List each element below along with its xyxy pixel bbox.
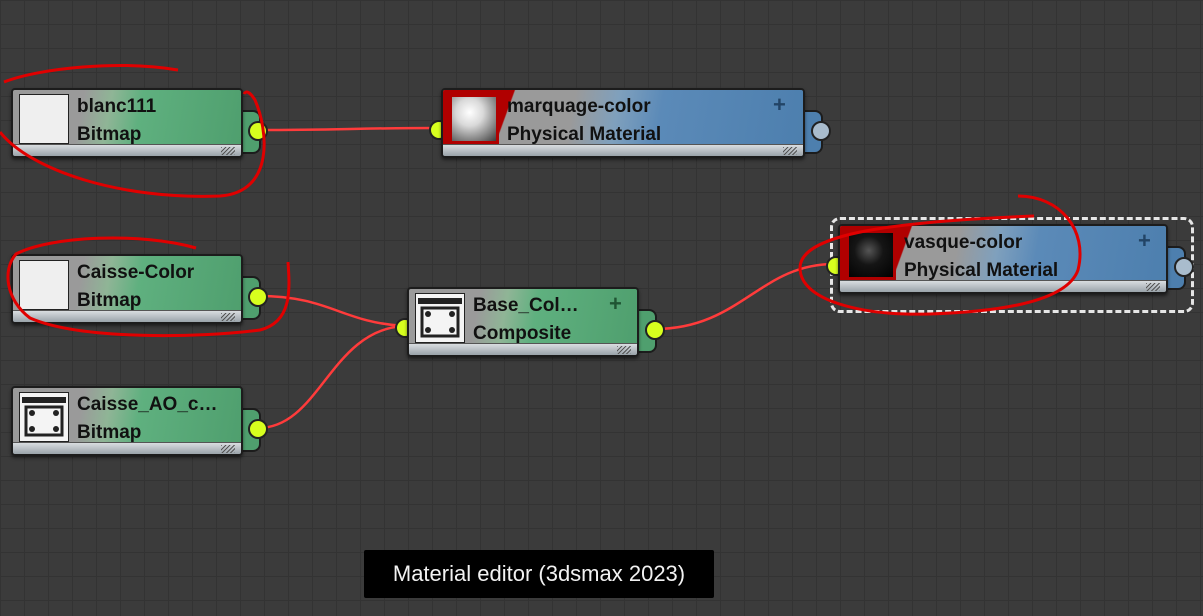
wire-blanc111-to-marquage: [257, 126, 439, 132]
node-footer: [409, 343, 637, 355]
node-body[interactable]: Caisse_AO_c… Bitmap: [11, 386, 243, 456]
node-footer: [840, 280, 1166, 292]
node-marquage-color[interactable]: marquage-color Physical Material +: [429, 88, 831, 174]
node-name: blanc111: [77, 96, 157, 117]
output-socket[interactable]: [248, 287, 268, 307]
resize-grip-icon[interactable]: [617, 346, 631, 354]
tooltip: Material editor (3dsmax 2023): [364, 550, 714, 598]
node-body[interactable]: vasque-color Physical Material +: [838, 224, 1168, 294]
resize-grip-icon[interactable]: [1146, 283, 1160, 291]
node-body[interactable]: Base_Col… Composite +: [407, 287, 639, 357]
node-caisse-ao[interactable]: Caisse_AO_c… Bitmap: [11, 386, 268, 472]
resize-grip-icon[interactable]: [221, 313, 235, 321]
node-type: Composite: [473, 323, 572, 344]
node-body[interactable]: marquage-color Physical Material +: [441, 88, 805, 158]
annotation-circle-blanc111: [0, 64, 266, 198]
node-name: marquage-color: [507, 96, 651, 117]
bitmap-thumbnail: [19, 94, 69, 144]
material-sphere-thumbnail: [449, 94, 499, 144]
node-type: Bitmap: [77, 290, 142, 311]
node-blanc111[interactable]: blanc111 Bitmap: [11, 88, 268, 174]
node-body[interactable]: Caisse-Color Bitmap: [11, 254, 243, 324]
node-type: Physical Material: [904, 260, 1059, 281]
ao-pattern-icon: [22, 397, 66, 437]
node-footer: [13, 310, 241, 322]
node-vasque-color[interactable]: vasque-color Physical Material +: [826, 224, 1194, 310]
plus-icon[interactable]: +: [1138, 228, 1151, 253]
node-name: Base_Col…: [473, 295, 579, 316]
annotation-circle-caisse-color: [6, 236, 291, 338]
resize-grip-icon[interactable]: [221, 147, 235, 155]
output-socket[interactable]: [248, 419, 268, 439]
resize-grip-icon[interactable]: [783, 147, 797, 155]
node-caisse-color[interactable]: Caisse-Color Bitmap: [11, 254, 268, 340]
plus-icon[interactable]: +: [773, 92, 786, 117]
node-type: Bitmap: [77, 422, 142, 443]
composite-pattern-icon: [418, 298, 462, 338]
resize-grip-icon[interactable]: [221, 445, 235, 453]
wire-caisse-ao-to-base: [257, 324, 405, 430]
node-name: vasque-color: [904, 232, 1023, 253]
node-name: Caisse_AO_c…: [77, 394, 218, 415]
annotation-circle-vasque: [798, 194, 1082, 316]
output-socket[interactable]: [1174, 257, 1194, 277]
node-footer: [443, 144, 803, 156]
node-footer: [13, 442, 241, 454]
wire-base-to-vasque: [654, 262, 835, 331]
wire-caisse-color-to-base: [257, 294, 405, 328]
node-type: Physical Material: [507, 124, 662, 145]
node-body[interactable]: blanc111 Bitmap: [11, 88, 243, 158]
node-type: Bitmap: [77, 124, 142, 145]
composite-thumbnail: [415, 293, 465, 343]
output-socket[interactable]: [811, 121, 831, 141]
output-socket[interactable]: [645, 320, 665, 340]
bitmap-thumbnail: [19, 260, 69, 310]
node-base-col[interactable]: Base_Col… Composite +: [395, 287, 665, 373]
ao-map-thumbnail: [19, 392, 69, 442]
plus-icon[interactable]: +: [609, 291, 622, 316]
node-footer: [13, 144, 241, 156]
node-name: Caisse-Color: [77, 262, 195, 283]
